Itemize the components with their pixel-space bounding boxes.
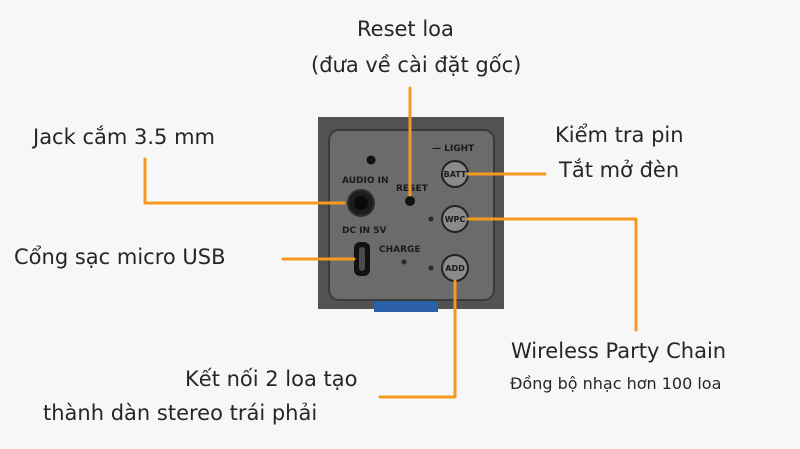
add-button-label: ADD — [445, 264, 465, 273]
add-callout-subtitle: thành dàn stereo trái phải — [43, 401, 318, 425]
dc-in-label: DC IN 5V — [342, 226, 386, 236]
charge-led-icon — [401, 259, 407, 265]
reset-callout-title: Reset loa — [357, 17, 454, 41]
add-led-icon — [428, 265, 434, 271]
batt-callout-subtitle: Tắt mở đèn — [559, 158, 680, 182]
audio-in-label: AUDIO IN — [342, 176, 388, 186]
blue-strip — [374, 298, 438, 312]
charge-label: CHARGE — [379, 245, 421, 255]
audio-jack-hole-icon — [354, 196, 368, 210]
batt-callout-title: Kiểm tra pin — [555, 123, 684, 147]
add-callout-line — [378, 279, 457, 399]
light-label: — LIGHT — [432, 144, 475, 154]
wpc-callout-title: Wireless Party Chain — [511, 339, 727, 363]
wpc-button-label: WPC — [445, 215, 466, 224]
add-callout-title: Kết nối 2 loa tạo — [185, 367, 358, 391]
wpc-callout-subtitle: Đồng bộ nhạc hơn 100 loa — [510, 374, 722, 393]
mic-hole-icon — [366, 155, 376, 165]
jack-callout-label: Jack cắm 3.5 mm — [33, 125, 215, 149]
batt-button-label: BATT — [444, 170, 467, 179]
wpc-led-icon — [428, 216, 434, 222]
reset-hole[interactable] — [405, 196, 415, 206]
reset-label: RESET — [396, 184, 429, 194]
jack-callout-line — [143, 157, 346, 205]
reset-callout-subtitle: (đưa về cài đặt gốc) — [311, 53, 522, 77]
micro-usb-inner — [359, 247, 365, 271]
usb-callout-label: Cổng sạc micro USB — [14, 245, 226, 269]
wpc-callout-line — [466, 217, 638, 332]
